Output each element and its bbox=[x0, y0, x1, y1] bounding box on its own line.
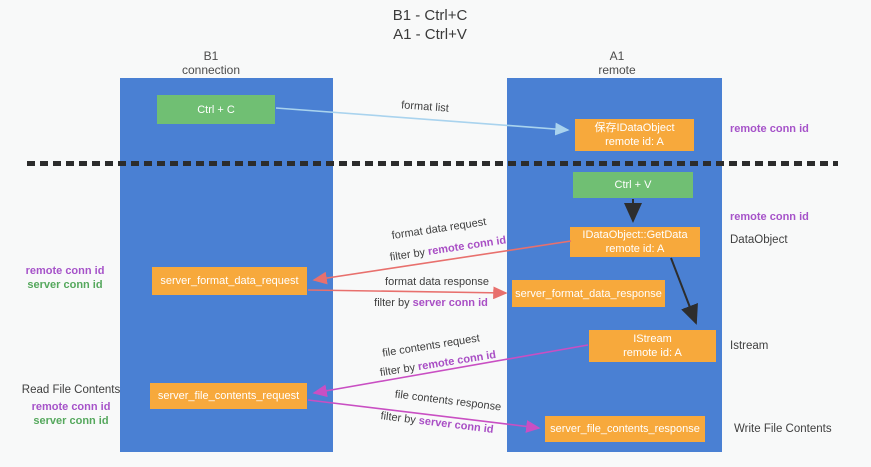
node-server-file-contents-request: server_file_contents_request bbox=[150, 383, 307, 409]
filter-prefix: filter by bbox=[379, 361, 417, 380]
label-remote-conn-id-top-right: remote conn id bbox=[730, 123, 809, 135]
filter-key-server-conn-id: server conn id bbox=[412, 297, 488, 309]
column-b1-name: B1 bbox=[203, 49, 219, 63]
label-server-conn-id-mid-left: server conn id bbox=[27, 279, 103, 291]
node-server-format-data-response: server_format_data_response bbox=[512, 280, 665, 307]
node-idataobject-getdata: IDataObject::GetData remote id: A bbox=[570, 227, 700, 257]
flow-label-format-data-response: format data response bbox=[385, 276, 489, 288]
node-ctrl-v: Ctrl + V bbox=[573, 172, 693, 198]
flow-label-format-data-request: format data request bbox=[390, 216, 488, 242]
label-server-conn-id-bottom-left: server conn id bbox=[33, 415, 109, 427]
column-header-b1: B1 connection bbox=[182, 49, 240, 77]
node-istream: IStream remote id: A bbox=[589, 330, 716, 362]
dashed-divider bbox=[27, 161, 838, 166]
node-save-idataobject: 保存IDataObject remote id: A bbox=[575, 119, 694, 151]
column-a1-name: A1 bbox=[609, 49, 625, 63]
node-server-file-contents-response: server_file_contents_response bbox=[545, 416, 705, 442]
label-remote-conn-id-bottom-left: remote conn id bbox=[31, 401, 111, 413]
node-server-format-data-request: server_format_data_request bbox=[152, 267, 307, 295]
node-istream-line2: remote id: A bbox=[623, 347, 682, 359]
node-save-idataobject-line1: 保存IDataObject bbox=[594, 122, 675, 134]
column-a1-role: remote bbox=[598, 63, 636, 77]
node-getdata-line2: remote id: A bbox=[605, 243, 665, 255]
page-title: B1 - Ctrl+C A1 - Ctrl+V bbox=[393, 6, 468, 44]
label-istream: Istream bbox=[730, 340, 769, 352]
node-getdata-line1: IDataObject::GetData bbox=[582, 229, 688, 241]
node-ctrl-c: Ctrl + C bbox=[157, 95, 275, 124]
label-group-conn-ids-mid-left: remote conn id server conn id bbox=[0, 264, 130, 292]
column-b1-role: connection bbox=[181, 63, 241, 77]
filter-key-remote-conn-id: remote conn id bbox=[417, 348, 497, 374]
flow-label-file-contents-response-filter: filter by server conn id bbox=[380, 410, 494, 436]
label-read-file-contents: Read File Contents bbox=[21, 384, 121, 396]
label-write-file-contents: Write File Contents bbox=[734, 423, 832, 435]
flow-label-file-contents-response: file contents response bbox=[394, 388, 502, 414]
label-remote-conn-id-mid-right: remote conn id bbox=[730, 211, 809, 223]
title-line-2: A1 - Ctrl+V bbox=[393, 26, 467, 43]
node-save-idataobject-line2: remote id: A bbox=[605, 136, 664, 148]
filter-prefix: filter by bbox=[374, 297, 410, 309]
node-istream-line1: IStream bbox=[633, 333, 672, 345]
filter-prefix: filter by bbox=[379, 410, 417, 427]
column-header-a1: A1 remote bbox=[598, 49, 635, 77]
flow-label-format-list: format list bbox=[400, 99, 450, 115]
label-group-read-file-left: Read File Contents remote conn id server… bbox=[0, 383, 142, 428]
arrow-format-data-response bbox=[307, 286, 508, 300]
filter-key-remote-conn-id: remote conn id bbox=[427, 234, 507, 258]
flow-label-format-data-response-filter: filter by server conn id bbox=[374, 297, 488, 309]
filter-prefix: filter by bbox=[389, 246, 426, 264]
filter-key-server-conn-id: server conn id bbox=[418, 414, 495, 436]
label-dataobject: DataObject bbox=[730, 234, 788, 246]
label-remote-conn-id-mid-left: remote conn id bbox=[25, 265, 105, 277]
title-line-1: B1 - Ctrl+C bbox=[392, 7, 468, 24]
